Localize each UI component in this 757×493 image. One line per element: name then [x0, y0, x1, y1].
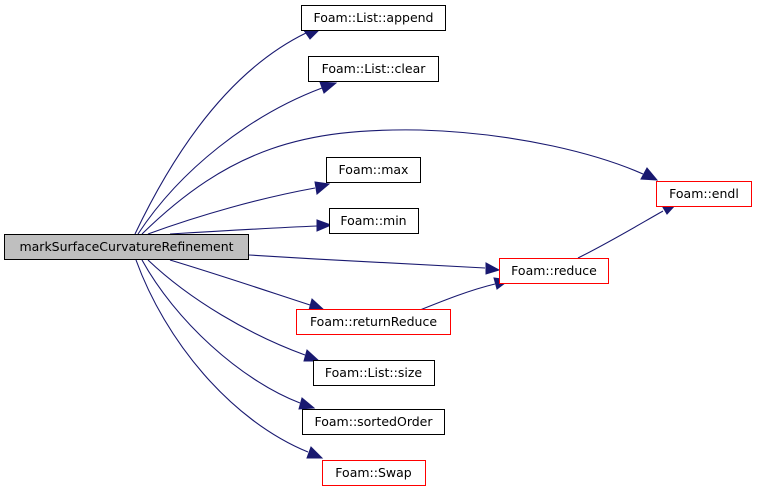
node-min[interactable]: Foam::min: [329, 208, 419, 234]
node-reduce[interactable]: Foam::reduce: [499, 258, 609, 284]
node-list-clear[interactable]: Foam::List::clear: [308, 56, 439, 82]
edge-root-to-clear: [137, 81, 338, 235]
node-sorted-order-label: Foam::sortedOrder: [315, 414, 434, 429]
node-list-append[interactable]: Foam::List::append: [301, 5, 446, 31]
node-swap[interactable]: Foam::Swap: [322, 460, 426, 486]
edge-root-to-append: [134, 27, 323, 235]
edge-reduce-to-endl: [577, 202, 679, 259]
edge-returnReduce-to-reduce: [419, 277, 511, 311]
edge-root-to-max: [147, 181, 331, 235]
node-reduce-label: Foam::reduce: [511, 263, 597, 278]
node-list-size[interactable]: Foam::List::size: [313, 360, 435, 386]
node-list-size-label: Foam::List::size: [325, 365, 422, 380]
node-endl-label: Foam::endl: [669, 186, 739, 201]
edge-root-to-size: [147, 259, 321, 362]
edge-root-to-min: [169, 219, 333, 235]
edge-root-to-returnReduce: [169, 259, 326, 311]
node-return-reduce[interactable]: Foam::returnReduce: [296, 309, 451, 335]
edge-root-to-sortedOrder: [141, 259, 316, 410]
node-list-append-label: Foam::List::append: [313, 10, 433, 25]
node-list-clear-label: Foam::List::clear: [322, 61, 427, 76]
node-max[interactable]: Foam::max: [326, 157, 421, 183]
node-endl[interactable]: Foam::endl: [656, 181, 752, 207]
node-root-label: markSurfaceCurvatureRefinement: [19, 239, 233, 254]
edge-root-to-endl: [141, 129, 659, 235]
edge-root-to-swap: [135, 259, 324, 459]
node-return-reduce-label: Foam::returnReduce: [310, 314, 437, 329]
node-min-label: Foam::min: [340, 213, 406, 228]
node-root[interactable]: markSurfaceCurvatureRefinement: [4, 234, 249, 260]
node-sorted-order[interactable]: Foam::sortedOrder: [302, 409, 445, 435]
edge-root-to-reduce: [248, 254, 501, 275]
node-swap-label: Foam::Swap: [335, 465, 411, 480]
node-max-label: Foam::max: [339, 162, 409, 177]
